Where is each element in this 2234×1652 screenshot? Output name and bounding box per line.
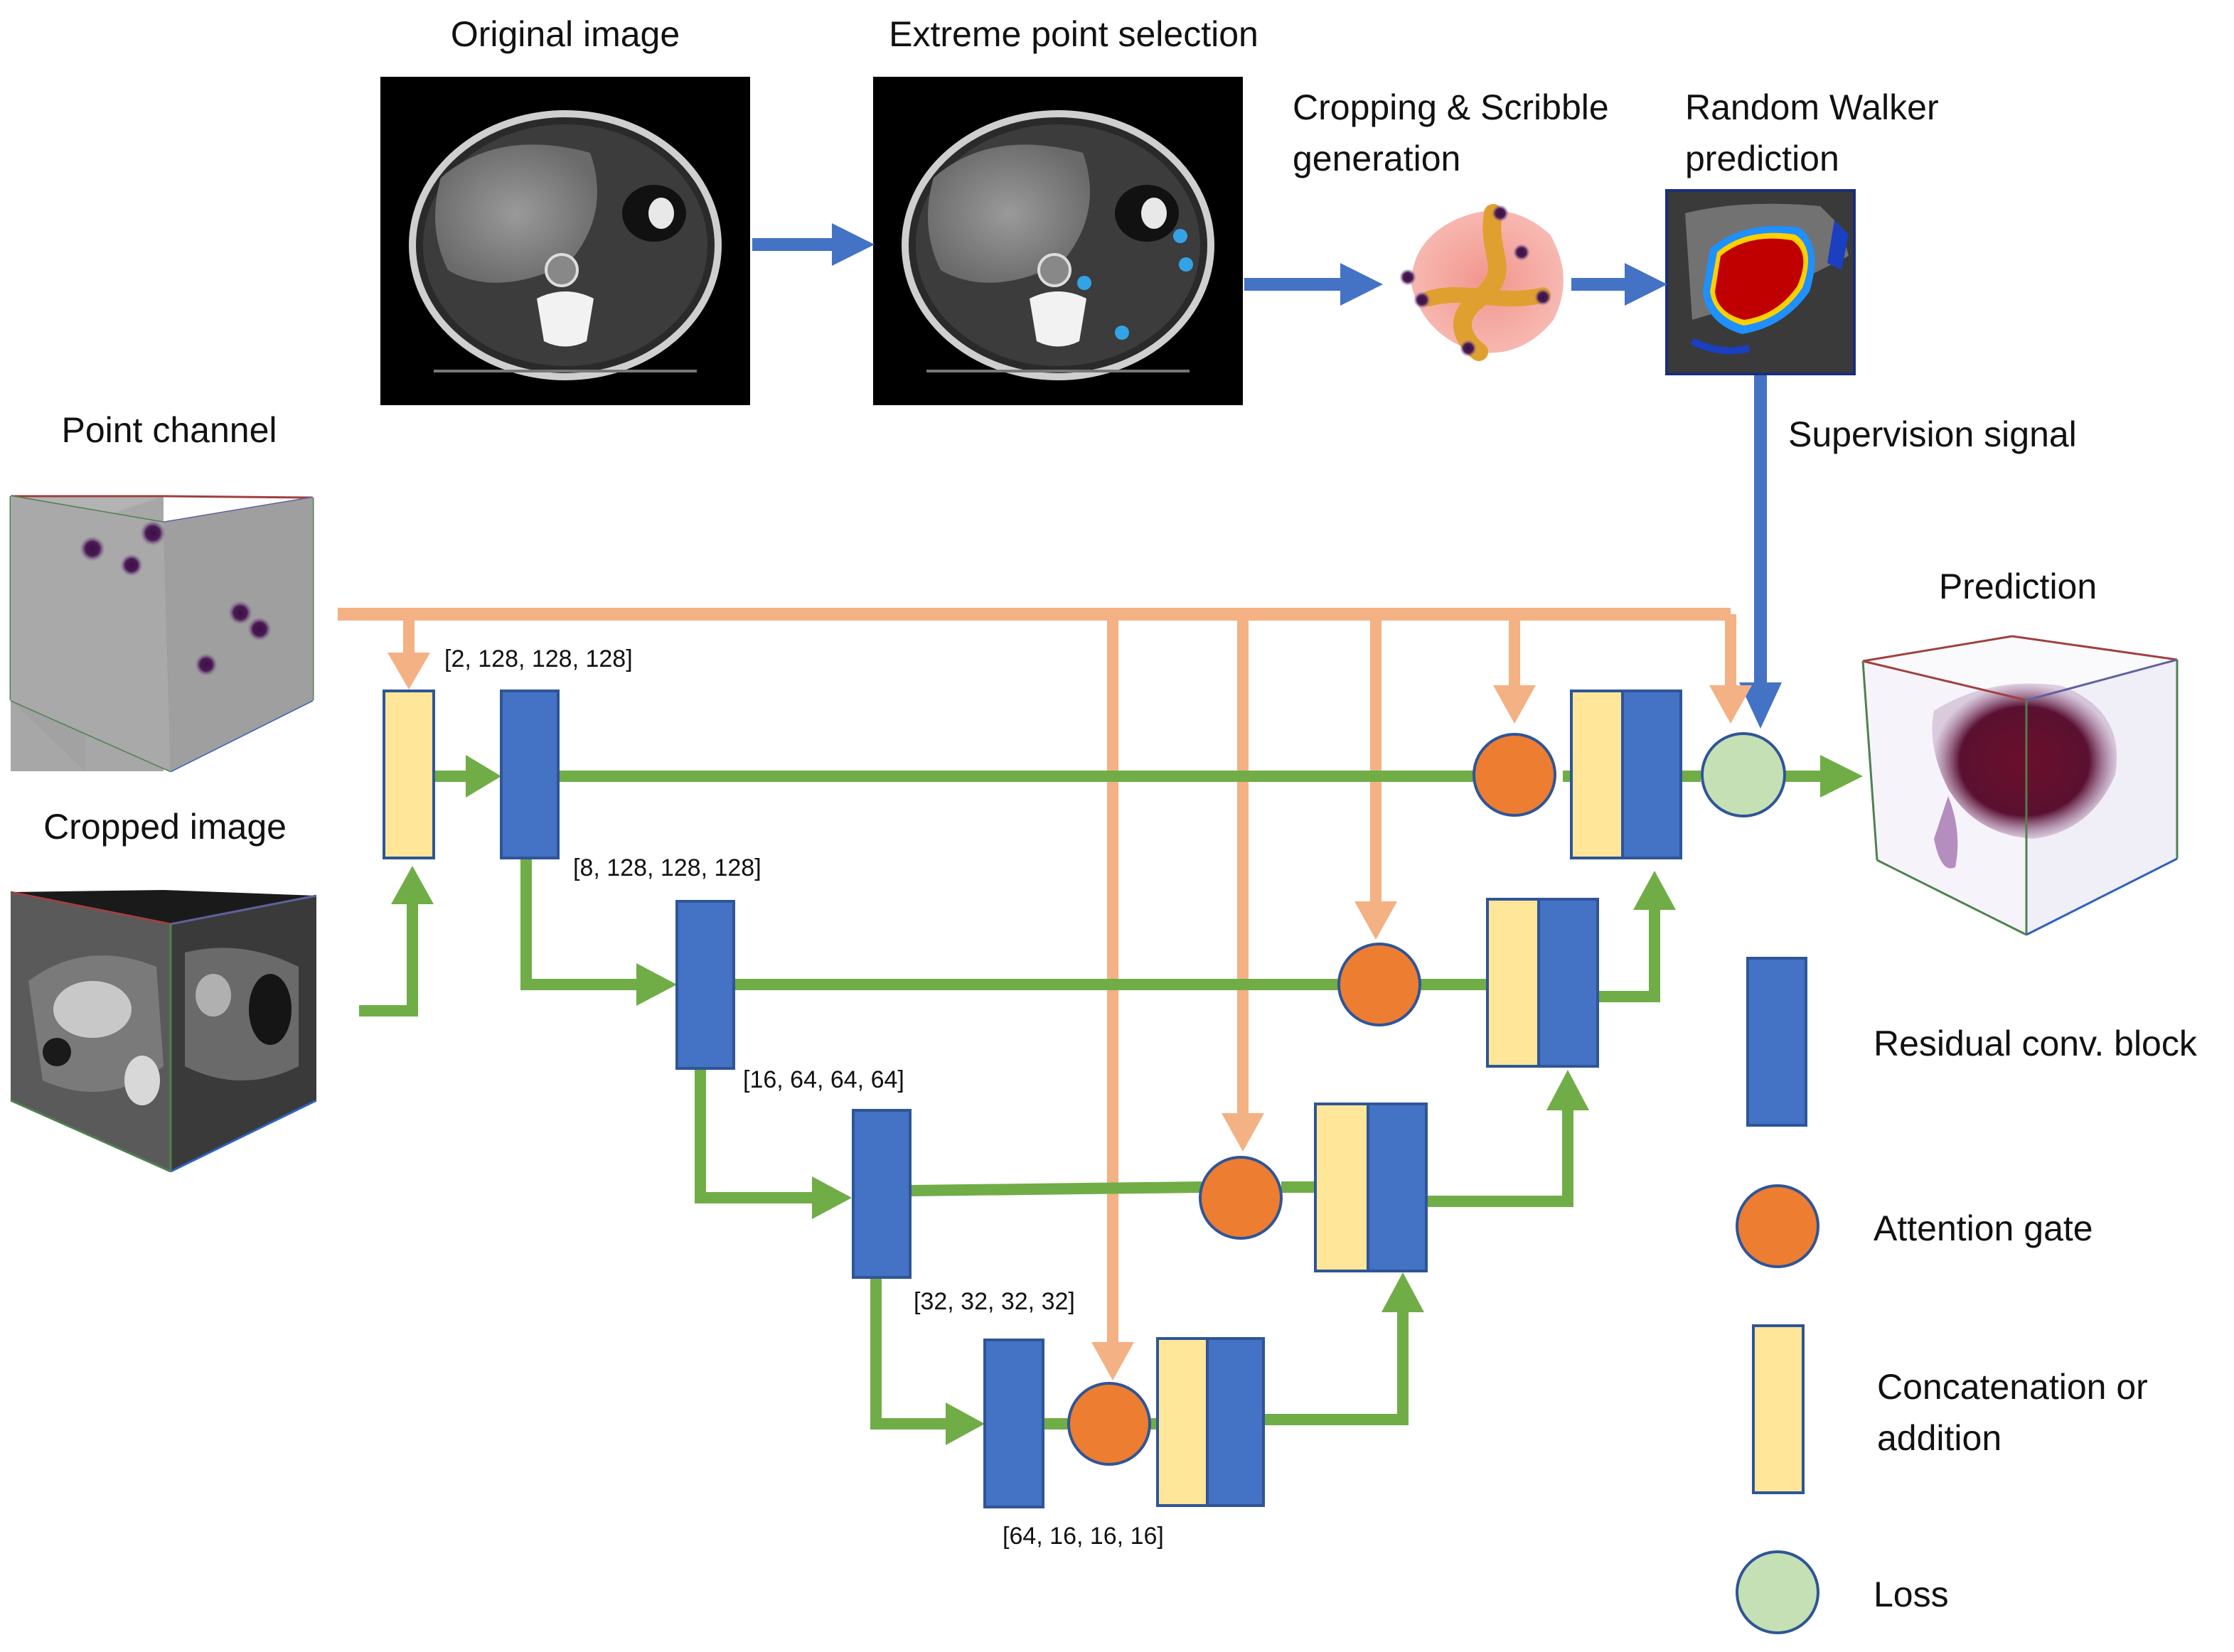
attention-gate-2 bbox=[1337, 943, 1421, 1026]
concat-block-4 bbox=[1156, 1337, 1265, 1507]
extreme-point-1 bbox=[1173, 229, 1187, 243]
residual-block-3 bbox=[852, 1109, 912, 1279]
concat-block-1 bbox=[1570, 690, 1682, 859]
legend-attention-label: Attention gate bbox=[1874, 1208, 2093, 1248]
input-concat-block bbox=[383, 690, 435, 859]
loss-node bbox=[1701, 732, 1786, 817]
legend-concat-label-1: Concatenation or bbox=[1877, 1367, 2148, 1407]
legend-loss-label: Loss bbox=[1874, 1575, 1949, 1614]
extreme-point-3 bbox=[1077, 276, 1091, 290]
label-prediction: Prediction bbox=[1939, 567, 2097, 606]
legend-concat-swatch bbox=[1752, 1324, 1805, 1494]
label-random-walker-1: Random Walker bbox=[1685, 87, 1939, 127]
residual-block-1 bbox=[500, 690, 560, 859]
residual-block-2 bbox=[675, 900, 735, 1070]
dim-label-2: [16, 64, 64, 64] bbox=[743, 1066, 904, 1093]
legend-residual-swatch bbox=[1746, 957, 1807, 1127]
cropped-image-cube bbox=[10, 890, 317, 1173]
top-flow-arrows bbox=[752, 223, 1782, 729]
legend-residual-label: Residual conv. block bbox=[1874, 1024, 2198, 1063]
label-point-channel: Point channel bbox=[61, 410, 277, 450]
concat-block-3 bbox=[1314, 1103, 1428, 1272]
legend-attention-swatch bbox=[1736, 1184, 1819, 1268]
label-original-image: Original image bbox=[451, 14, 680, 54]
dim-label-1: [8, 128, 128, 128] bbox=[573, 854, 761, 881]
extreme-point-4 bbox=[1115, 326, 1129, 340]
original-ct-image bbox=[380, 77, 750, 405]
label-supervision: Supervision signal bbox=[1788, 414, 2077, 454]
attention-gate-4 bbox=[1067, 1382, 1151, 1466]
attention-gate-3 bbox=[1199, 1156, 1283, 1240]
data-flow-lines bbox=[359, 755, 1863, 1445]
label-random-walker-2: prediction bbox=[1685, 139, 1839, 178]
random-walker-image bbox=[1665, 189, 1856, 375]
legend-concat-label-2: addition bbox=[1877, 1418, 2001, 1458]
scribble-blob bbox=[1399, 204, 1564, 361]
label-cropping-2: generation bbox=[1293, 139, 1460, 178]
dim-label-4: [64, 16, 16, 16] bbox=[1003, 1523, 1164, 1550]
extreme-point-2 bbox=[1179, 257, 1193, 272]
label-extreme-point: Extreme point selection bbox=[889, 14, 1258, 54]
legend-loss-swatch bbox=[1736, 1550, 1819, 1634]
network-blocks bbox=[383, 690, 1786, 1508]
dim-label-0: [2, 128, 128, 128] bbox=[444, 645, 633, 672]
legend bbox=[1736, 957, 1819, 1634]
labels: Original image Extreme point selection C… bbox=[43, 14, 2198, 1614]
label-cropping-1: Cropping & Scribble bbox=[1293, 87, 1609, 127]
extreme-point-ct-image bbox=[873, 77, 1243, 405]
dim-label-3: [32, 32, 32, 32] bbox=[914, 1288, 1075, 1315]
concat-block-2 bbox=[1486, 898, 1599, 1068]
point-channel-cube bbox=[9, 495, 314, 773]
prediction-cube bbox=[1861, 635, 2179, 936]
attention-gate-1 bbox=[1473, 733, 1556, 817]
label-cropped-image: Cropped image bbox=[43, 807, 287, 847]
residual-block-4 bbox=[983, 1339, 1044, 1508]
